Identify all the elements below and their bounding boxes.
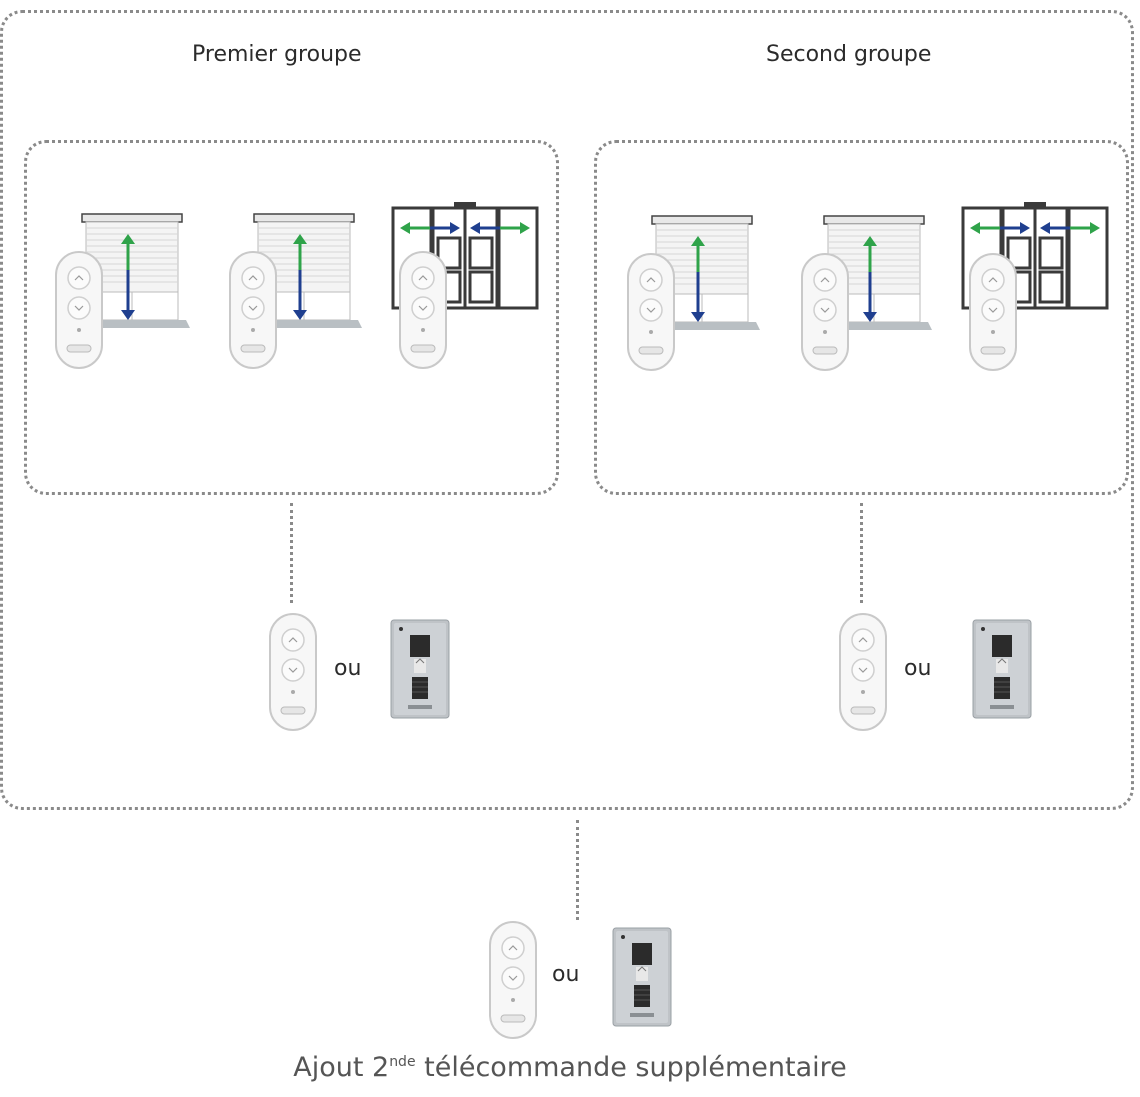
connector-line: [290, 503, 293, 603]
remote-control-icon: [968, 252, 1018, 372]
remote-control-icon: [488, 920, 538, 1040]
caption: Ajout 2nde télécommande supplémentaire: [0, 1052, 1140, 1083]
wall-switch-icon: [612, 922, 672, 1032]
wall-switch-icon: [390, 614, 450, 724]
group-title-second: Second groupe: [766, 42, 932, 67]
or-label: ou: [552, 962, 580, 987]
outer-container: [0, 10, 1134, 810]
caption-post: télécommande supplémentaire: [415, 1052, 847, 1083]
or-label: ou: [334, 656, 362, 681]
remote-control-icon: [54, 250, 104, 370]
wall-switch-icon: [972, 614, 1032, 724]
remote-control-icon: [626, 252, 676, 372]
remote-control-icon: [398, 250, 448, 370]
remote-control-icon: [800, 252, 850, 372]
remote-control-icon: [838, 612, 888, 732]
remote-control-icon: [268, 612, 318, 732]
group-title-premier: Premier groupe: [192, 42, 362, 67]
remote-control-icon: [228, 250, 278, 370]
group-box-second: [594, 140, 1129, 495]
group-box-premier: [24, 140, 559, 495]
or-label: ou: [904, 656, 932, 681]
caption-pre: Ajout 2: [293, 1052, 390, 1083]
caption-sup: nde: [389, 1054, 416, 1070]
connector-line: [860, 503, 863, 603]
connector-line: [576, 820, 579, 920]
